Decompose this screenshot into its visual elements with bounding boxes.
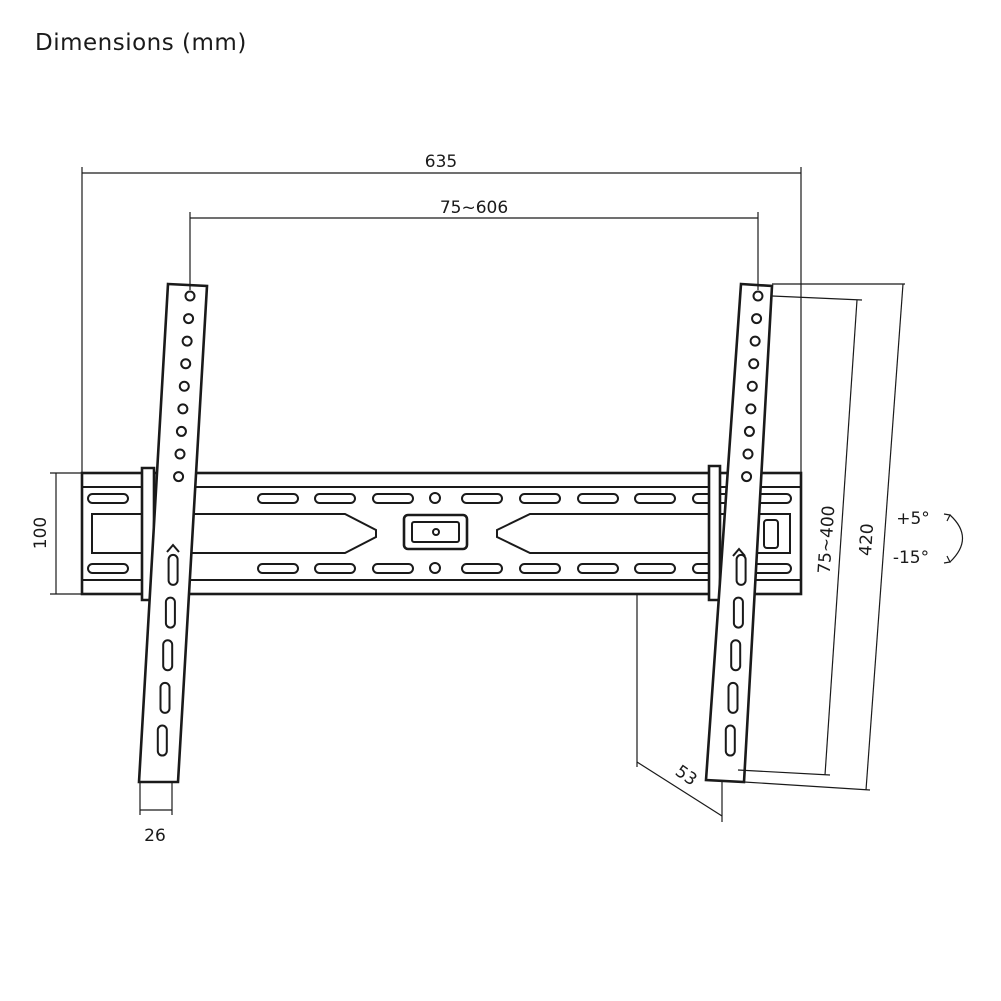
dim-arm-width-label: 26 [144, 826, 166, 846]
tilt-indicator: +5° -15° [893, 509, 964, 568]
left-arm-holes [156, 290, 196, 757]
wall-plate [80, 471, 803, 596]
page-title: Dimensions (mm) [35, 30, 247, 56]
dim-depth: 53 [636, 594, 723, 822]
left-arm [137, 282, 209, 784]
dim-arm-height: 420 [743, 283, 905, 791]
dim-vesa-height-label: 75~400 [815, 505, 840, 575]
dim-arm-width: 26 [139, 782, 173, 846]
right-arm-holes [724, 290, 764, 757]
tilt-up-label: +5° [896, 509, 930, 529]
dim-vesa-height: 75~400 [737, 295, 863, 776]
right-arm [704, 282, 779, 784]
dim-arm-height-label: 420 [856, 523, 878, 557]
dim-vesa-width: 75~606 [189, 198, 759, 290]
dim-plate-height-label: 100 [31, 517, 51, 549]
dim-overall-width-label: 635 [425, 152, 457, 172]
tilt-down-label: -15° [893, 548, 929, 568]
dim-overall-width: 635 [81, 152, 802, 473]
tilt-arc-icon [949, 514, 964, 563]
dim-plate-height: 100 [31, 472, 82, 595]
dim-vesa-width-label: 75~606 [440, 198, 508, 218]
